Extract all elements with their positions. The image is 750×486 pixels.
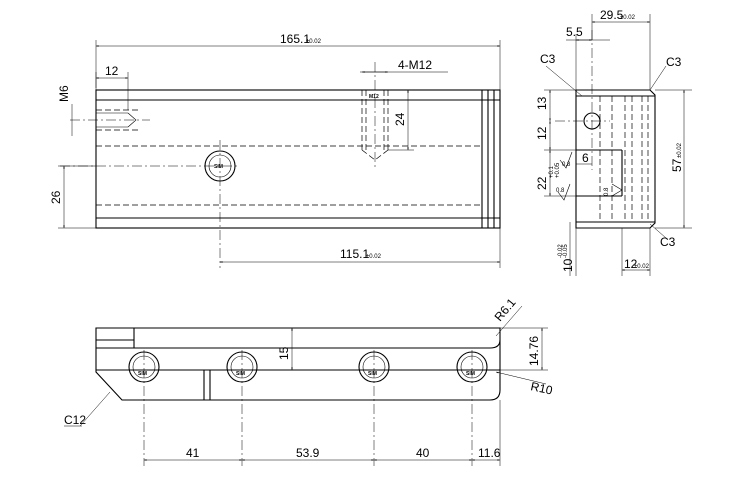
dim-41: 41 — [186, 446, 200, 460]
top-outline — [95, 327, 501, 401]
front-outline — [95, 89, 501, 229]
chamfer-c3-bottom: C3 — [660, 235, 676, 249]
svg-text:+0.05: +0.05 — [555, 162, 561, 178]
dim-12-bottom: 12 — [624, 257, 638, 271]
svg-text:M12: M12 — [369, 94, 379, 100]
dim-hole: 115.1 — [340, 247, 369, 261]
top-pin-1: SIM — [138, 371, 147, 377]
svg-text:-0.05: -0.05 — [563, 244, 569, 258]
label-m12: 4-M12 — [398, 58, 432, 72]
radius-r10: R10 — [529, 379, 554, 397]
top-pin-4: SIM — [466, 371, 475, 377]
roughness-3: 0.8 — [604, 187, 610, 196]
dim-14-76: 14.76 — [527, 336, 541, 366]
dim-22: 22 — [535, 176, 549, 190]
top-view: SIM SIM SIM SIM 41 53.9 40 11.6 15 14.76… — [64, 295, 554, 466]
side-view: 29.5 ±0.02 5.5 C3 C3 C3 13 12 6 22 +0.1 … — [535, 8, 692, 276]
dim-26: 26 — [49, 190, 63, 204]
dim-12-bottom-tol: ±0.02 — [634, 264, 650, 270]
radius-r6-1: R6.1 — [492, 295, 519, 324]
dim-15: 15 — [277, 346, 291, 360]
dim-5-5: 5.5 — [566, 25, 583, 39]
chamfer-c3-top-right: C3 — [666, 55, 682, 69]
dim-length: 165.1 — [280, 32, 310, 46]
dim-57-tol: ±0.02 — [677, 142, 683, 158]
dim-6: 6 — [582, 151, 589, 165]
label-m6: M6 — [57, 85, 71, 102]
dim-57: 57 — [670, 158, 684, 172]
chamfer-c12: C12 — [64, 413, 86, 427]
dim-29-5-tol: ±0.02 — [620, 15, 636, 21]
dim-length-tol: ±0.02 — [306, 39, 322, 45]
front-view: SIM 165.1 ±0.02 12 M6 4-M12 M12 24 26 — [49, 32, 501, 268]
dim-13: 13 — [535, 96, 549, 110]
dim-11-6: 11.6 — [478, 446, 501, 460]
front-pin-label: SIM — [214, 164, 223, 170]
top-pin-3: SIM — [368, 371, 377, 377]
roughness-2: 0.8 — [556, 188, 565, 194]
top-pin-2: SIM — [236, 371, 245, 377]
dim-53-9: 53.9 — [296, 446, 320, 460]
svg-text:+0.1: +0.1 — [549, 165, 555, 178]
chamfer-c3-top-left: C3 — [540, 52, 556, 66]
dim-12: 12 — [105, 64, 119, 78]
dim-10: 10 — [561, 258, 575, 272]
svg-text:-0.02: -0.02 — [558, 244, 564, 258]
dim-24: 24 — [393, 112, 407, 126]
dim-hole-tol: ±0.02 — [366, 254, 382, 260]
dim-12-side: 12 — [535, 126, 549, 140]
roughness-1: 0.8 — [562, 162, 571, 168]
dim-40: 40 — [416, 446, 430, 460]
dim-29-5: 29.5 — [600, 8, 624, 22]
